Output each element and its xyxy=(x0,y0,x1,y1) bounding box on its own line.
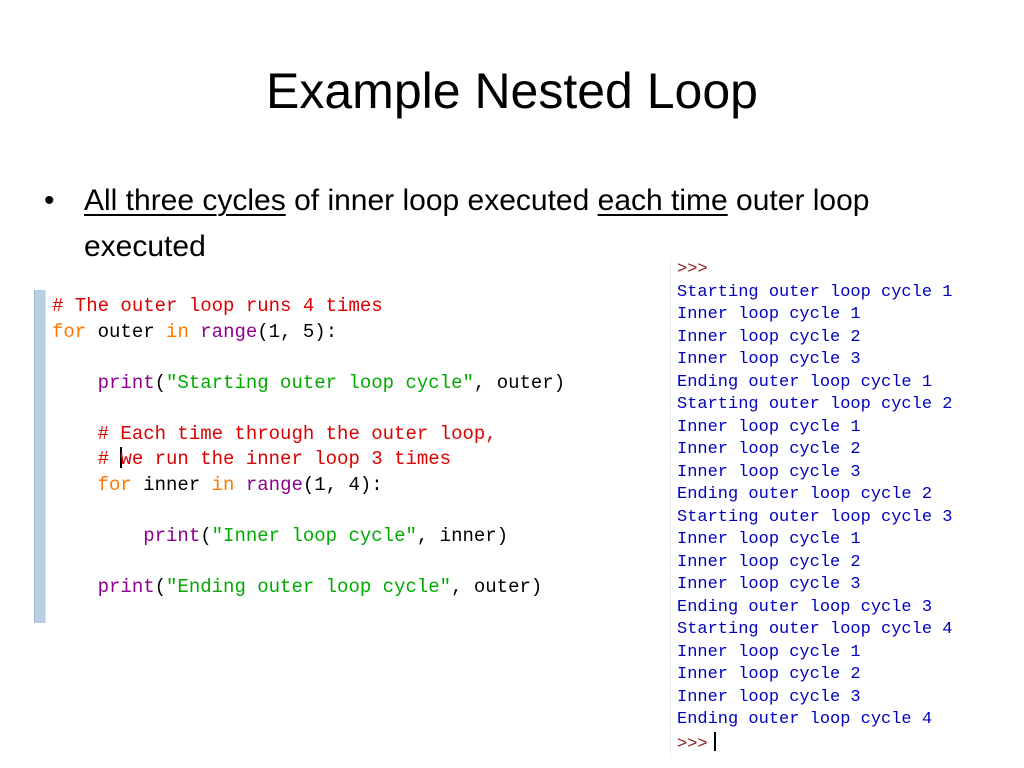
code-string: "Ending outer loop cycle" xyxy=(166,575,452,598)
shell-output-line: Starting outer loop cycle 3 xyxy=(677,507,953,527)
editor-gutter xyxy=(34,290,46,623)
shell-output-line: Inner loop cycle 1 xyxy=(677,530,861,549)
code-line: print("Starting outer loop cycle", outer… xyxy=(97,371,566,394)
shell-output-line: Inner loop cycle 1 xyxy=(677,417,861,437)
bullet-text-part: of inner loop executed xyxy=(285,184,598,217)
shell-output-line: Inner loop cycle 3 xyxy=(677,687,861,707)
code-comment: # xyxy=(97,448,121,470)
shell-output-line: Inner loop cycle 1 xyxy=(677,642,861,662)
code-line: for outer in range(1, 5): xyxy=(52,320,338,343)
shell-text-cursor xyxy=(713,731,716,751)
code-builtin: print xyxy=(97,575,155,598)
shell-input-line[interactable]: >>> xyxy=(677,731,952,757)
shell-output-line: Inner loop cycle 1 xyxy=(677,305,861,324)
code-builtin: range xyxy=(200,320,258,343)
python-shell-output: >>> Starting outer loop cycle 1 Inner loop… xyxy=(670,258,1024,758)
underlined-phrase-all-three-cycles: All three cycles xyxy=(84,184,286,217)
underlined-phrase-each-time: each time xyxy=(597,184,728,217)
code-comment: # The outer loop runs 4 times xyxy=(52,295,383,317)
code-line-blank xyxy=(52,396,565,422)
code-line-blank xyxy=(52,549,565,575)
code-keyword: for xyxy=(52,320,87,343)
shell-output-line: Inner loop cycle 3 xyxy=(677,462,861,482)
code-line: print("Ending outer loop cycle", outer) xyxy=(97,575,543,598)
code-comment: # Each time through the outer loop, xyxy=(97,422,497,445)
code-line: # Each time through the outer loop, xyxy=(52,422,565,448)
code-block: # The outer loop runs 4 times for outer i… xyxy=(52,294,565,600)
shell-prompt: >>> xyxy=(677,260,708,279)
code-line-blank xyxy=(52,345,565,371)
code-string: "Inner loop cycle" xyxy=(211,524,417,547)
shell-output-line: Inner loop cycle 2 xyxy=(677,552,861,572)
shell-output-line: Inner loop cycle 3 xyxy=(677,575,861,594)
shell-output-line: Inner loop cycle 2 xyxy=(677,665,861,684)
shell-output-line: Starting outer loop cycle 4 xyxy=(677,620,953,639)
shell-output-line: Inner loop cycle 3 xyxy=(677,350,861,369)
slide-title: Example Nested Loop xyxy=(266,63,758,119)
code-builtin: print xyxy=(143,524,201,547)
code-string: "Starting outer loop cycle" xyxy=(166,371,474,394)
shell-output-line: Ending outer loop cycle 2 xyxy=(677,485,933,504)
bullet-text-part: outer loop executed xyxy=(84,184,870,263)
code-comment: we run the inner loop 3 times xyxy=(120,448,452,470)
shell-output-line: Inner loop cycle 2 xyxy=(677,327,861,347)
code-editor-screenshot: # The outer loop runs 4 times for outer i… xyxy=(34,290,658,623)
shell-prompt: >>> xyxy=(677,734,708,754)
shell-output-line: Ending outer loop cycle 3 xyxy=(677,597,933,617)
bullet-point: • All three cycles of inner loop execute… xyxy=(44,178,984,270)
code-line: # we run the inner loop 3 times xyxy=(52,447,565,473)
code-keyword: in xyxy=(166,320,189,343)
code-line: for inner in range(1, 4): xyxy=(97,473,383,496)
text-cursor xyxy=(120,447,123,468)
shell-output-line: Ending outer loop cycle 1 xyxy=(677,372,933,392)
code-keyword: for xyxy=(97,473,132,496)
shell-output-line: Starting outer loop cycle 1 xyxy=(677,282,953,302)
code-keyword: in xyxy=(211,473,235,496)
shell-lines: >>> Starting outer loop cycle 1 Inner loop… xyxy=(677,259,952,756)
code-line: # The outer loop runs 4 times xyxy=(52,294,565,320)
shell-output-line: Starting outer loop cycle 2 xyxy=(677,395,953,414)
bullet-text: All three cycles of inner loop executed … xyxy=(84,178,984,270)
code-builtin: print xyxy=(97,371,155,394)
shell-output-line: Inner loop cycle 2 xyxy=(677,440,861,459)
bullet-dot-icon: • xyxy=(44,184,55,217)
code-line-blank xyxy=(52,498,565,524)
code-line: print("Inner loop cycle", inner) xyxy=(143,524,509,547)
code-builtin: range xyxy=(245,473,303,496)
shell-output-line: Ending outer loop cycle 4 xyxy=(677,710,933,729)
